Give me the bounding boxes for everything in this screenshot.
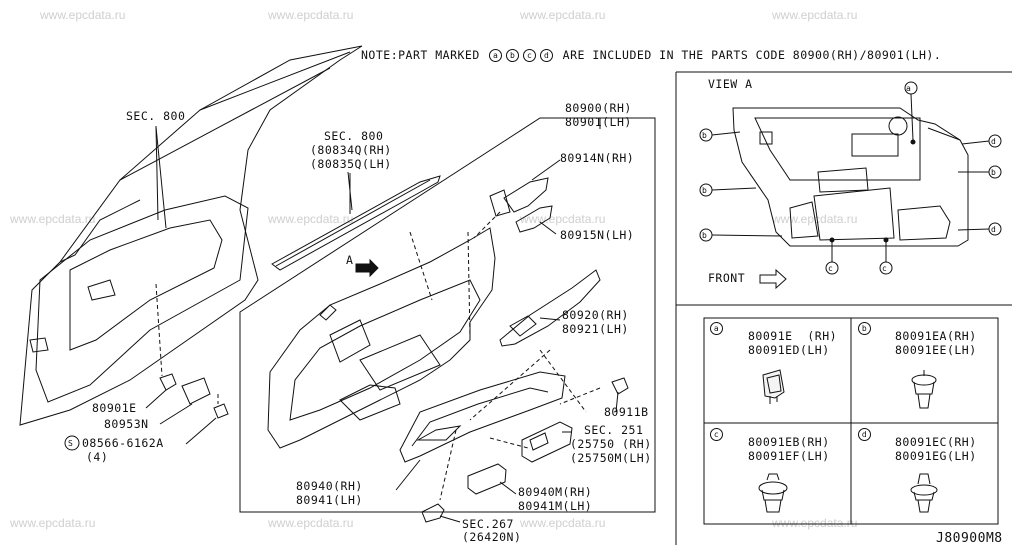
view-a-panel bbox=[732, 107, 969, 247]
table-mark-c: c bbox=[708, 428, 725, 442]
watermark: www.epcdata.ru bbox=[268, 516, 354, 530]
label-bolt: 08566-6162A bbox=[82, 436, 164, 450]
watermark: www.epcdata.ru bbox=[268, 212, 354, 226]
table-c-line1: 80091EB(RH) bbox=[748, 435, 830, 449]
label-80920: 80920(RH) bbox=[562, 308, 629, 322]
dashed-leaders bbox=[155, 211, 601, 501]
courtesy-lamp bbox=[421, 503, 445, 523]
label-80914n: 80914N(RH) bbox=[560, 151, 635, 165]
label-80901e: 80901E bbox=[92, 401, 137, 415]
label-80915n: 80915N(LH) bbox=[560, 228, 635, 242]
label-80941m: 80941M(LH) bbox=[518, 499, 593, 513]
table-d-line2: 80091EG(LH) bbox=[895, 449, 977, 463]
table-c-line2: 80091EF(LH) bbox=[748, 449, 830, 463]
bolt-mark-label: S bbox=[68, 439, 74, 448]
table-mark-b: b bbox=[856, 322, 873, 336]
callout-d-label: d bbox=[991, 137, 997, 146]
callout-c-label: c bbox=[828, 264, 834, 273]
mark-c-icon: c bbox=[523, 49, 537, 62]
watermark: www.epcdata.ru bbox=[772, 516, 858, 530]
clip-d-icon bbox=[910, 473, 938, 513]
mark-d-icon: d bbox=[540, 49, 554, 62]
pull-handle bbox=[499, 269, 601, 347]
table-a-line2: 80091ED(LH) bbox=[748, 343, 830, 357]
grip-clip bbox=[489, 177, 553, 233]
label-bolt-qty: (4) bbox=[86, 450, 109, 464]
label-trim-rh: 80900(RH) bbox=[565, 101, 632, 115]
table-d-line1: 80091EC(RH) bbox=[895, 435, 977, 449]
table-b-line1: 80091EA(RH) bbox=[895, 329, 977, 343]
view-arrow-icon bbox=[355, 258, 379, 278]
door-seal-strip bbox=[271, 171, 441, 271]
callout-b-label: b bbox=[702, 186, 708, 195]
label-sec800-seal-3: (80835Q(LH) bbox=[310, 157, 392, 171]
label-sec251-3: (25750M(LH) bbox=[570, 451, 652, 465]
clip-80901e bbox=[159, 373, 229, 419]
callout-a-label: a bbox=[906, 84, 912, 93]
solid-leaders bbox=[145, 118, 619, 523]
label-80953n: 80953N bbox=[104, 417, 149, 431]
diagram-code: J80900M8 bbox=[936, 531, 1003, 546]
note-prefix: NOTE:PART MARKED bbox=[361, 48, 480, 62]
watermark: www.epcdata.ru bbox=[268, 8, 354, 22]
door-outer-panel bbox=[19, 45, 363, 426]
label-sec800-main: SEC. 800 bbox=[126, 109, 186, 123]
callout-d-label: d bbox=[991, 225, 997, 234]
view-a-title: VIEW A bbox=[708, 77, 753, 91]
label-sec251-1: SEC. 251 bbox=[584, 423, 644, 437]
window-switch bbox=[521, 421, 573, 463]
callout-c-label: c bbox=[882, 264, 888, 273]
watermark: www.epcdata.ru bbox=[10, 212, 96, 226]
table-mark-d: d bbox=[856, 428, 873, 442]
armrest bbox=[399, 371, 566, 463]
door-trim-panel bbox=[267, 227, 496, 449]
watermark: www.epcdata.ru bbox=[520, 516, 606, 530]
label-80941: 80941(LH) bbox=[296, 493, 363, 507]
mark-b-icon: b bbox=[506, 49, 520, 62]
label-sec251-2: (25750 (RH) bbox=[570, 437, 652, 451]
watermark: www.epcdata.ru bbox=[772, 8, 858, 22]
screw-80911b bbox=[611, 377, 629, 395]
label-sec800-seal-2: (80834Q(RH) bbox=[310, 143, 392, 157]
mark-a-icon: a bbox=[489, 49, 503, 62]
label-80940: 80940(RH) bbox=[296, 479, 363, 493]
clip-c-icon bbox=[758, 473, 788, 513]
parts-table bbox=[703, 317, 999, 525]
label-sec267-1: SEC.267 bbox=[462, 517, 514, 531]
callout-b-label: b bbox=[702, 131, 708, 140]
note-suffix: ARE INCLUDED IN THE PARTS CODE 80900(RH)… bbox=[562, 48, 942, 62]
view-a-leaders bbox=[699, 81, 1002, 275]
front-label: FRONT bbox=[708, 271, 746, 285]
label-sec800-seal-1: SEC. 800 bbox=[324, 129, 384, 143]
clip-b-icon bbox=[911, 370, 937, 409]
table-a-line1: 80091E (RH) bbox=[748, 329, 838, 343]
front-arrow-icon bbox=[759, 268, 787, 290]
bolt-mark-circle bbox=[64, 435, 80, 451]
armrest-finisher bbox=[467, 463, 507, 495]
table-mark-a: a bbox=[708, 322, 725, 336]
watermark: www.epcdata.ru bbox=[10, 516, 96, 530]
callout-b-label: b bbox=[991, 168, 997, 177]
watermark: www.epcdata.ru bbox=[40, 8, 126, 22]
label-trim-lh: 80901(LH) bbox=[565, 115, 632, 129]
label-80921: 80921(LH) bbox=[562, 322, 629, 336]
door-trim-frame bbox=[239, 117, 656, 513]
label-sec267-2: (26420N) bbox=[462, 530, 522, 544]
table-b-line2: 80091EE(LH) bbox=[895, 343, 977, 357]
label-view-arrow: A bbox=[346, 253, 354, 267]
label-80911b: 80911B bbox=[604, 405, 649, 419]
watermark: www.epcdata.ru bbox=[520, 8, 606, 22]
clip-a-icon bbox=[762, 369, 785, 404]
callout-b-label: b bbox=[702, 231, 708, 240]
label-80940m: 80940M(RH) bbox=[518, 485, 593, 499]
